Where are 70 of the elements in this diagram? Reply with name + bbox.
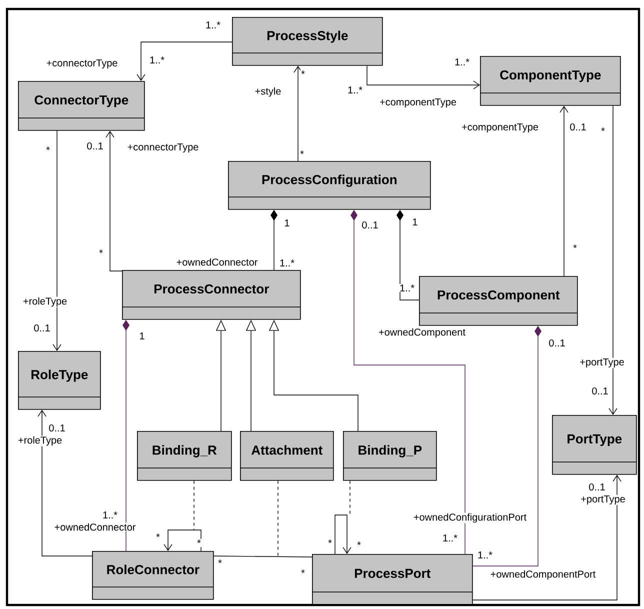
class-box: ProcessConnector xyxy=(122,270,301,320)
association-arrow xyxy=(560,106,568,276)
edge-end-label: +connectorType xyxy=(126,142,200,154)
class-box: ProcessComponent xyxy=(418,276,578,326)
edge-end-label: * xyxy=(600,126,606,136)
edge-end-label: 1..* xyxy=(476,550,494,560)
edge-end-label: +ownedConfigurationPort xyxy=(412,512,528,524)
edge-end-label: * xyxy=(155,532,161,542)
edge-end-label: * xyxy=(572,244,578,252)
edge-end-label: 1..* xyxy=(454,58,470,66)
class-box: PortType xyxy=(552,415,637,475)
edge-end-label: 1 xyxy=(138,332,146,340)
edge-end-label: 0..1 xyxy=(48,424,66,432)
edge-end-label: 1..* xyxy=(148,56,166,64)
class-box: RoleConnector xyxy=(92,551,214,600)
edge-end-label: 0..1 xyxy=(591,386,609,396)
association-arrow xyxy=(366,65,480,90)
edge-end-label: * xyxy=(300,70,306,78)
edge-end-label: * xyxy=(45,146,51,154)
association-arrow xyxy=(52,130,62,351)
association-arrow xyxy=(136,42,232,81)
edge-end-label: +portType xyxy=(580,494,626,506)
edge-end-label: 1 xyxy=(412,218,418,226)
association-arrow xyxy=(38,410,92,556)
edge-end-label: * xyxy=(98,248,104,258)
edge-end-label: +roleType xyxy=(22,296,68,308)
association-arrow xyxy=(294,66,302,162)
association-arrow xyxy=(106,130,122,272)
class-box: ProcessConfiguration xyxy=(228,161,431,210)
edge-end-label: +connectorType xyxy=(46,58,118,70)
edge-end-label: * xyxy=(217,558,223,568)
edge-end-label: +ownedComponentPort xyxy=(490,570,596,580)
edge-end-label: 1 xyxy=(284,218,290,228)
class-box: ComponentType xyxy=(480,56,621,106)
edge-end-label: +componentType xyxy=(460,122,540,134)
class-box: Attachment xyxy=(240,431,334,481)
association-arrow xyxy=(164,530,202,552)
edge-end-label: * xyxy=(356,540,362,550)
class-box: Binding_R xyxy=(136,431,232,481)
edge-end-label: 0..1 xyxy=(588,482,606,492)
edge-end-label: +roleType xyxy=(17,436,63,446)
association-line xyxy=(213,556,312,558)
edge-end-label: +portType xyxy=(579,358,625,368)
class-box: RoleType xyxy=(18,351,101,410)
class-box: Binding_P xyxy=(342,431,437,481)
edge-end-label: 0..1 xyxy=(548,338,566,348)
edge-end-label: 1..* xyxy=(278,258,296,268)
class-box: ProcessStyle xyxy=(232,17,383,66)
edge-end-label: * xyxy=(327,538,333,548)
edge-end-label: +componentType xyxy=(378,98,458,108)
class-box: ProcessPort xyxy=(312,554,473,605)
edge-end-label: * xyxy=(300,568,306,578)
association-arrow xyxy=(472,474,622,600)
edge-end-label: 1..* xyxy=(102,510,118,520)
edge-end-label: +style xyxy=(254,86,282,98)
edge-end-label: * xyxy=(299,150,305,158)
edge-end-label: 0..1 xyxy=(361,220,379,230)
association-arrow xyxy=(608,105,618,415)
edge-end-label: * xyxy=(196,538,202,548)
edge-end-label: 1..* xyxy=(442,534,458,542)
edge-end-label: 1..* xyxy=(398,284,416,292)
edge-end-label: 1..* xyxy=(204,20,222,30)
class-box: ConnectorType xyxy=(18,81,145,131)
edge-end-label: 0..1 xyxy=(569,122,587,132)
edge-end-label: 1..* xyxy=(346,86,364,94)
association-arrow xyxy=(334,514,352,554)
edge-end-label: 0..1 xyxy=(86,142,104,150)
edge-end-label: 0..1 xyxy=(33,324,51,332)
edge-end-label: +ownedConnector xyxy=(54,522,136,532)
edge-end-label: +ownedComponent xyxy=(378,328,466,338)
